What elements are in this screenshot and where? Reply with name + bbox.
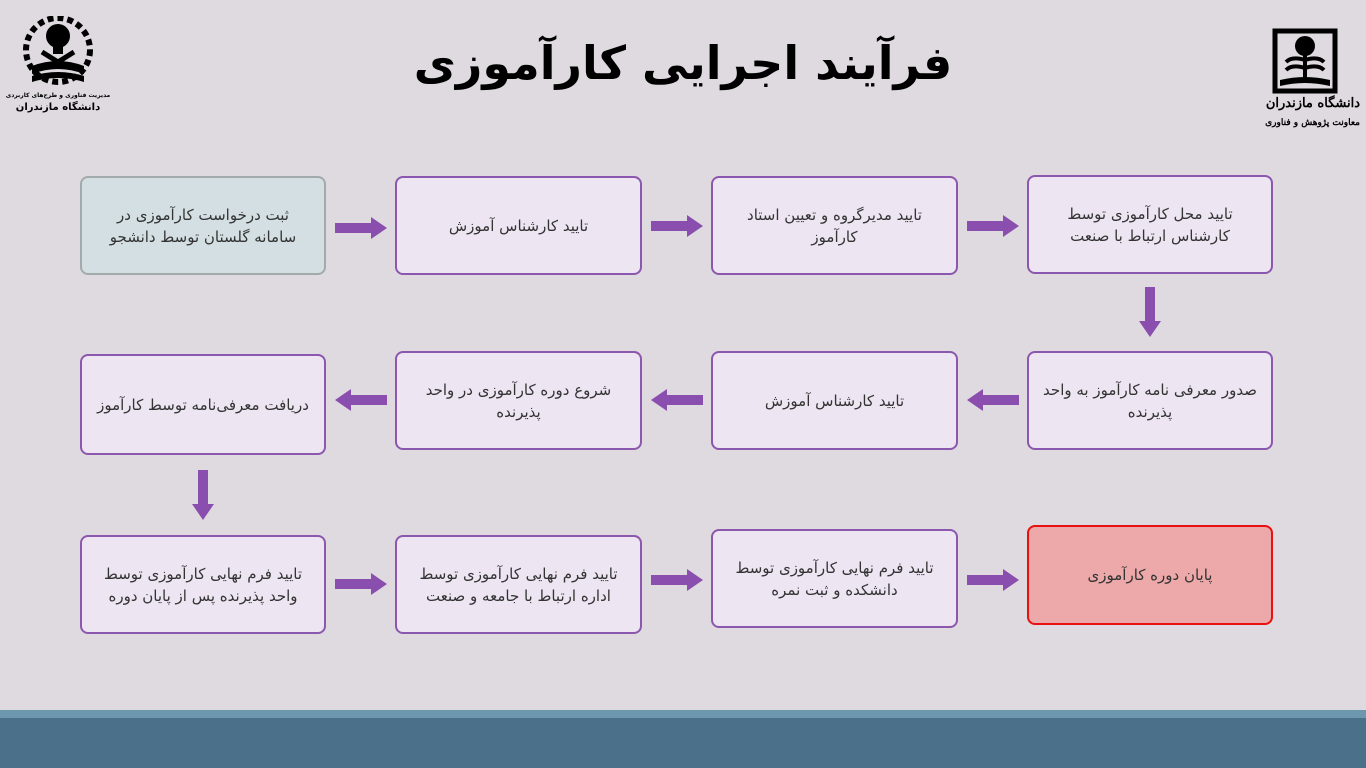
step-4-location-approval: تایید محل کارآموزی توسط کارشناس ارتباط ب… <box>1027 175 1273 274</box>
left-logo-subtitle: مدیریت فناوری و طرح‌های کاربردی <box>5 92 111 99</box>
right-logo-subtitle: معاونت پژوهش و فناوری <box>1265 118 1360 128</box>
step-10-industry-office-approval: تایید فرم نهایی کارآموزی توسط اداره ارتب… <box>395 535 642 634</box>
footer-stripe <box>0 710 1366 718</box>
step-12-end-internship: پایان دوره کارآموزی <box>1027 525 1273 625</box>
arrow-right-icon <box>335 573 387 595</box>
right-logo-name: دانشگاه مازندران <box>1265 96 1360 111</box>
step-1-register-request: ثبت درخواست کارآموزی در سامانه گلستان تو… <box>80 176 326 275</box>
step-8-receive-letter: دریافت معرفی‌نامه توسط کارآموز <box>80 354 326 455</box>
step-11-faculty-approval-grade: تایید فرم نهایی کارآموزی توسط دانشکده و … <box>711 529 958 628</box>
arrow-down-icon <box>192 470 214 520</box>
arrow-left-icon <box>335 389 387 411</box>
arrow-left-icon <box>967 389 1019 411</box>
arrow-right-icon <box>651 215 703 237</box>
step-6-education-approval: تایید کارشناس آموزش <box>711 351 958 450</box>
page-title: فرآیند اجرایی کارآموزی <box>413 36 953 90</box>
step-7-start-internship: شروع دوره کارآموزی در واحد پذیرنده <box>395 351 642 450</box>
step-9-host-final-approval: تایید فرم نهایی کارآموزی توسط واحد پذیرن… <box>80 535 326 634</box>
footer-bar <box>0 718 1366 768</box>
university-logo-left <box>23 16 93 85</box>
step-3-department-approval: تایید مدیرگروه و تعیین استاد کارآموز <box>711 176 958 275</box>
arrow-left-icon <box>651 389 703 411</box>
left-logo-name: دانشگاه مازندران <box>15 102 101 113</box>
arrow-right-icon <box>967 569 1019 591</box>
university-logo-right <box>1272 28 1338 94</box>
step-5-introduction-letter: صدور معرفی نامه کارآموز به واحد پذیرنده <box>1027 351 1273 450</box>
arrow-right-icon <box>335 217 387 239</box>
arrow-down-icon <box>1139 287 1161 337</box>
step-2-education-approval: تایید کارشناس آموزش <box>395 176 642 275</box>
arrow-right-icon <box>651 569 703 591</box>
arrow-right-icon <box>967 215 1019 237</box>
